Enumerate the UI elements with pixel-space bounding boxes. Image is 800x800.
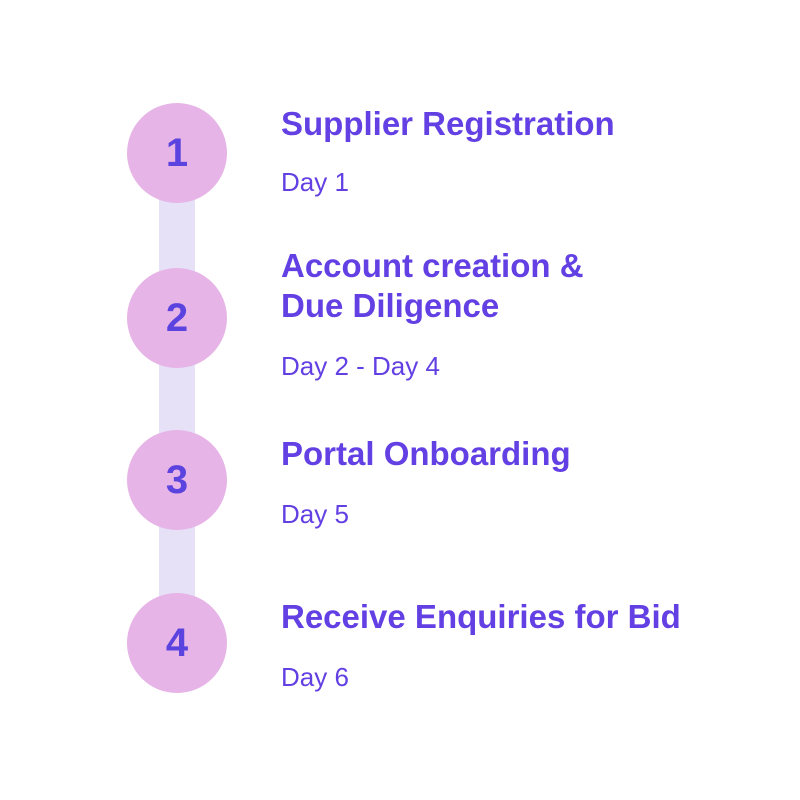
step-3-number: 3 [165, 457, 189, 502]
step-1-number: 1 [165, 130, 189, 175]
step-4-title-line-1: Receive Enquiries for Bid [281, 598, 681, 635]
step-2-day: Day 2 - Day 4 [281, 351, 440, 381]
step-4-circle: 4 [127, 593, 227, 693]
step-1-title: Supplier Registration [281, 104, 615, 144]
step-1-day: Day 1 [281, 167, 349, 197]
step-2-title-line-2: Due Diligence [281, 287, 500, 324]
step-2-title: Account creation & Due Diligence [281, 246, 584, 326]
step-4-number: 4 [165, 620, 189, 665]
step-2-number: 2 [165, 295, 189, 340]
step-3-title-line-1: Portal Onboarding [281, 435, 571, 472]
step-2-title-line-1: Account creation & [281, 247, 584, 284]
step-3-circle: 3 [127, 430, 227, 530]
step-1-circle: 1 [127, 103, 227, 203]
step-1-title-line-1: Supplier Registration [281, 105, 615, 142]
timeline-connector [159, 150, 195, 642]
step-3-title: Portal Onboarding [281, 434, 571, 474]
step-4-day: Day 6 [281, 662, 349, 692]
step-4-title: Receive Enquiries for Bid [281, 597, 681, 637]
step-2-circle: 2 [127, 268, 227, 368]
step-3-day: Day 5 [281, 499, 349, 529]
